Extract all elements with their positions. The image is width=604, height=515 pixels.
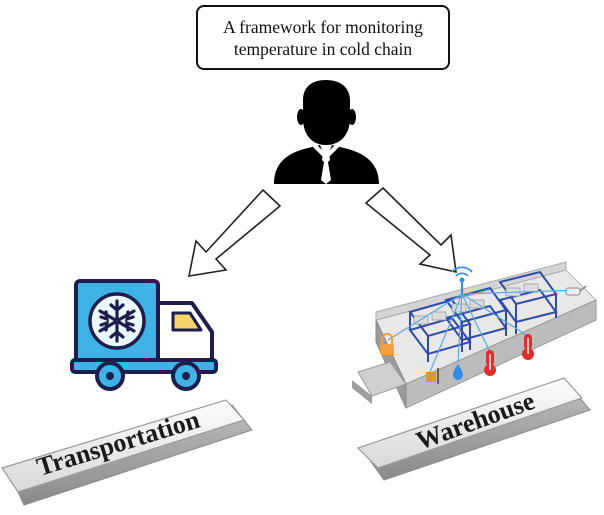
refrigerated-truck-icon <box>70 279 218 391</box>
wifi-antenna-icon <box>451 266 473 294</box>
warehouse-plate: Warehouse <box>356 377 591 481</box>
arrow-to-warehouse <box>364 186 457 274</box>
snowflake-icon <box>98 299 136 343</box>
arrow-to-transportation <box>187 188 282 277</box>
transportation-plate: Transportation <box>1 399 253 506</box>
storage-racks <box>408 270 558 362</box>
security-camera-icon <box>565 285 587 296</box>
humidity-drop-icon <box>453 364 463 380</box>
forklift-icon <box>426 368 439 384</box>
thermometer-icon-2 <box>522 334 534 360</box>
cold-storage-warehouse-icon <box>352 261 597 409</box>
thermometer-icon-1 <box>484 350 496 376</box>
title-line-2: temperature in cold chain <box>233 38 413 59</box>
businessman-icon <box>274 80 379 184</box>
sensor-network-lines <box>387 289 581 373</box>
title-line-1: A framework for monitoring <box>223 16 423 37</box>
title-box: A framework for monitoring temperature i… <box>196 5 450 70</box>
lock-icon <box>380 333 394 355</box>
